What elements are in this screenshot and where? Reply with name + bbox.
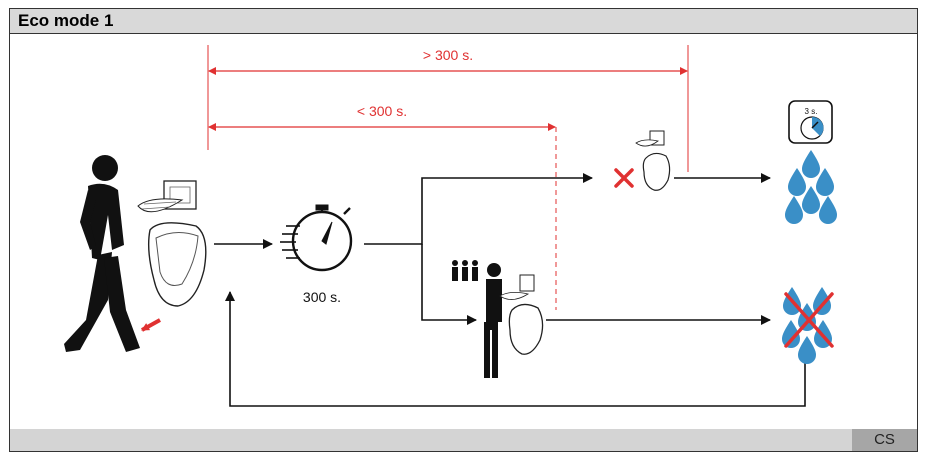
people-group-icon bbox=[452, 260, 478, 281]
arrow-to-user bbox=[421, 244, 477, 325]
return-arrow bbox=[225, 291, 806, 407]
water-drops-icon bbox=[785, 150, 837, 224]
no-use-cross-icon bbox=[614, 168, 634, 188]
header-bar: Eco mode 1 bbox=[10, 9, 917, 34]
footer-bar: CS bbox=[10, 429, 917, 451]
user-urinal-icon bbox=[499, 274, 544, 355]
stopwatch-icon bbox=[280, 204, 353, 272]
long-interval-label: > 300 s. bbox=[423, 47, 473, 63]
arrow-to-no-use bbox=[364, 173, 593, 245]
walking-person-icon bbox=[64, 155, 140, 352]
short-interval-label: < 300 s. bbox=[357, 103, 407, 119]
language-badge: CS bbox=[852, 429, 917, 451]
flow-lines bbox=[214, 173, 806, 407]
small-timer-icon: 3 s. bbox=[788, 100, 833, 144]
urinal-icon bbox=[137, 180, 207, 307]
small-timer-label: 3 s. bbox=[805, 107, 818, 116]
standing-user-icon bbox=[484, 263, 502, 378]
leaving-direction-arrow bbox=[141, 318, 161, 332]
timing-dimensions: > 300 s. < 300 s. bbox=[207, 45, 689, 310]
page-title: Eco mode 1 bbox=[18, 11, 114, 30]
timer-label: 300 s. bbox=[303, 289, 341, 305]
water-drops-crossed-icon bbox=[782, 287, 834, 364]
small-urinal-icon bbox=[635, 130, 671, 191]
